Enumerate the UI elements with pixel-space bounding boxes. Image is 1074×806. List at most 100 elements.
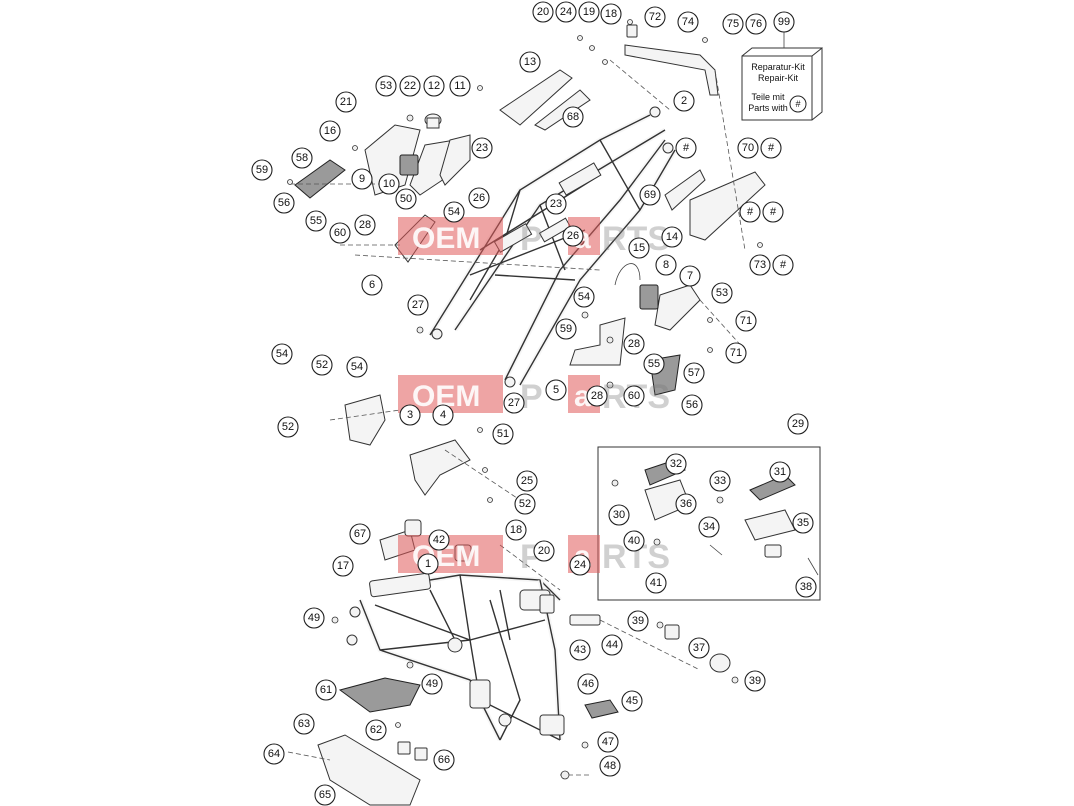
callout-12: 12: [423, 75, 445, 97]
callout-label: 46: [582, 678, 594, 690]
callout-7: 7: [679, 265, 701, 287]
callout-label: 49: [426, 678, 438, 690]
callout-label: 66: [438, 754, 450, 766]
callout-31: 31: [769, 461, 791, 483]
callout-label: 70: [742, 142, 754, 154]
callout-34: 34: [698, 516, 720, 538]
repair-kit-box: Reparatur-Kit Repair-Kit Teile mit Parts…: [741, 30, 823, 121]
callout-label: 22: [404, 80, 416, 92]
callout-3: 3: [399, 404, 421, 426]
callout-label: 28: [359, 219, 371, 231]
callout-label: 39: [749, 675, 761, 687]
callout-label: 60: [628, 390, 640, 402]
callout-67: 67: [349, 523, 371, 545]
callout-label: 74: [682, 16, 694, 28]
callout-70: 70: [737, 137, 759, 159]
callout-52: 52: [514, 493, 536, 515]
callout-label: 58: [296, 152, 308, 164]
callout-37: 37: [688, 637, 710, 659]
callout-label: 41: [650, 577, 662, 589]
callout-69: 69: [639, 184, 661, 206]
callout-73: 73: [749, 254, 771, 276]
callout-label: 69: [644, 189, 656, 201]
callout-label: 34: [703, 521, 715, 533]
callout-50: 50: [395, 188, 417, 210]
callout-68: 68: [562, 106, 584, 128]
callout-label: 63: [298, 718, 310, 730]
callout-label: 4: [440, 409, 446, 421]
callout-54: 54: [346, 356, 368, 378]
callout-72: 72: [644, 6, 666, 28]
callout-71: 71: [725, 342, 747, 364]
oem-parts-watermark-1: OEM P a RTS: [398, 217, 670, 258]
callout-33: 33: [709, 470, 731, 492]
callout-label: #: [770, 206, 777, 218]
callout-label: 56: [686, 399, 698, 411]
callout-label: 53: [380, 80, 392, 92]
callout-label: 20: [538, 545, 550, 557]
callout-10: 10: [378, 173, 400, 195]
callout-48: 48: [599, 755, 621, 777]
callout-41: 41: [645, 572, 667, 594]
callout-38: 38: [795, 576, 817, 598]
callout-label: 11: [454, 80, 465, 92]
callout-label: 18: [510, 524, 522, 536]
callout-label: 1: [425, 558, 431, 570]
callout-label: #: [683, 142, 690, 154]
callout-label: 33: [714, 475, 726, 487]
callout-label: 9: [359, 173, 365, 185]
callout-label: 17: [337, 560, 349, 572]
callout-label: 67: [354, 528, 366, 540]
callout-61: 61: [315, 679, 337, 701]
callout-label: 27: [412, 299, 424, 311]
callout-60: 60: [329, 222, 351, 244]
repair-kit-line3: Teile mit: [751, 92, 785, 102]
callout-label: 55: [310, 215, 322, 227]
callout-label: 68: [567, 111, 579, 123]
callout-label: 21: [340, 96, 352, 108]
callout-62: 62: [365, 719, 387, 741]
callout-40: 40: [623, 530, 645, 552]
fasteners: [287, 19, 763, 780]
callout-label: 32: [670, 458, 682, 470]
footrest-brackets-and-pegs: [294, 44, 766, 806]
callout-label: 50: [400, 193, 412, 205]
callout-label: 54: [448, 206, 460, 218]
callout-49: 49: [303, 607, 325, 629]
callout-29: 29: [787, 413, 809, 435]
callout-54: 54: [573, 286, 595, 308]
oem-parts-watermark-2: OEM P a RTS: [398, 375, 670, 416]
callout-label: 15: [633, 242, 645, 254]
callout-label: 16: [324, 125, 336, 137]
callout-label: 28: [628, 338, 640, 350]
callout-label: 48: [604, 760, 616, 772]
callout-label: 71: [730, 347, 742, 359]
callout-label: 31: [774, 466, 786, 478]
callout-27: 27: [503, 392, 525, 414]
callout-label: 72: [649, 11, 661, 23]
callout-45: 45: [621, 690, 643, 712]
callout-label: 28: [591, 390, 603, 402]
callout-label: 36: [680, 498, 692, 510]
repair-kit-symbol: #: [795, 99, 800, 109]
callout-18: 18: [505, 519, 527, 541]
callout-label: 56: [278, 197, 290, 209]
callout-44: 44: [601, 634, 623, 656]
callout-74: 74: [677, 11, 699, 33]
callout-65: 65: [314, 784, 336, 806]
callout-32: 32: [665, 453, 687, 475]
callout-label: 30: [613, 509, 625, 521]
callout-label: 38: [800, 581, 812, 593]
callout-55: 55: [643, 353, 665, 375]
callout-label: 65: [319, 789, 331, 801]
repair-kit-line1: Reparatur-Kit: [751, 62, 805, 72]
callout-20: 20: [532, 1, 554, 23]
callout-label: #: [780, 259, 787, 271]
callout-15: 15: [628, 237, 650, 259]
callout-label: 42: [433, 534, 445, 546]
repair-kit-line2: Repair-Kit: [758, 73, 799, 83]
callout-53: 53: [711, 282, 733, 304]
callout-5: 5: [545, 379, 567, 401]
